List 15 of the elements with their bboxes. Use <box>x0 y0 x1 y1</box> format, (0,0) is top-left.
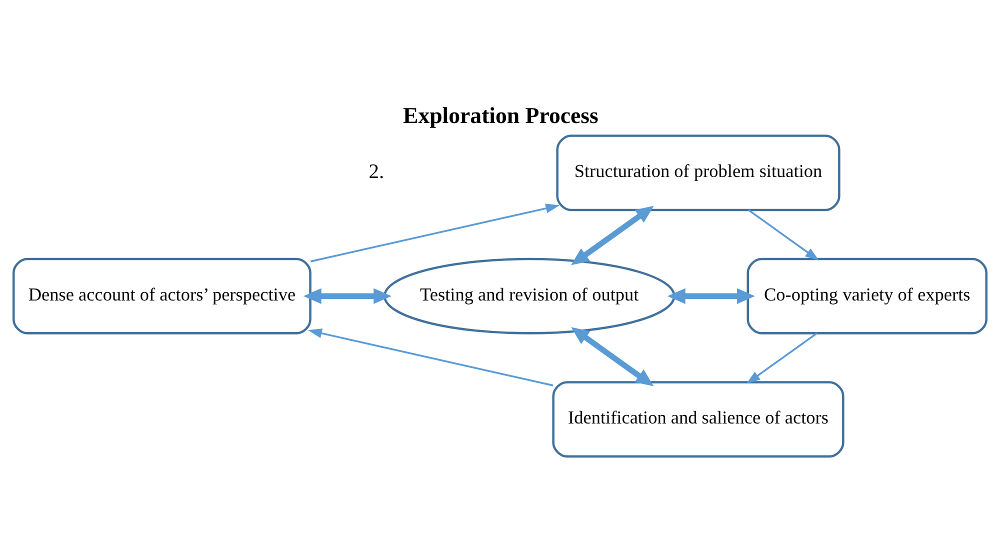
node-box: Dense account of actors’ perspective <box>12 257 312 334</box>
arrow <box>748 208 820 260</box>
diagram-title: Exploration Process <box>403 102 598 128</box>
arrow <box>571 205 654 265</box>
arrow <box>310 203 560 262</box>
node-box: Structuration of problem situation <box>556 134 840 211</box>
arrow <box>571 326 654 386</box>
arrow <box>303 288 392 304</box>
label: 2. <box>368 160 384 182</box>
node-ellipse: Testing and revision of output <box>383 257 676 334</box>
arrow <box>746 332 818 384</box>
arrow <box>667 288 755 304</box>
node-box: Co-opting variety of experts <box>746 257 988 334</box>
node-box: Identification and salience of actors <box>552 380 844 458</box>
arrow <box>308 328 554 386</box>
